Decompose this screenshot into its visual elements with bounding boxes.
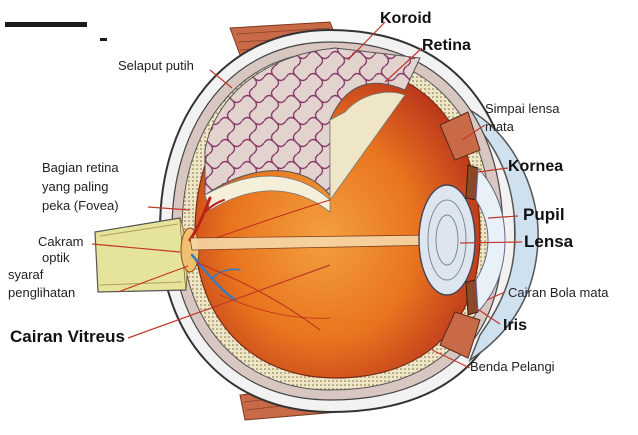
label-iris: Iris — [503, 317, 527, 335]
label-pupil: Pupil — [523, 206, 565, 225]
label-benda-pelangi: Benda Pelangi — [470, 360, 555, 374]
label-fovea-2: yang paling — [42, 180, 109, 194]
smudge-mark — [5, 22, 87, 27]
label-simpai-lensa: Simpai lensa — [485, 102, 559, 116]
label-kornea: Kornea — [508, 158, 563, 176]
optic-nerve — [95, 218, 186, 292]
label-retina: Retina — [422, 37, 471, 55]
label-selaput-putih: Selaput putih — [118, 59, 194, 73]
label-cairan-vitreus: Cairan Vitreus — [10, 328, 125, 347]
label-cakram-1: Cakram — [38, 235, 84, 249]
label-fovea-1: Bagian retina — [42, 161, 119, 175]
label-syaraf-2: penglihatan — [8, 286, 75, 300]
smudge-mark — [100, 38, 107, 41]
label-koroid: Koroid — [380, 10, 432, 28]
label-cakram-2: optik — [42, 251, 69, 265]
label-simpai-lensa-2: mata — [485, 120, 514, 134]
label-cairan-bola-mata: Cairan Bola mata — [508, 286, 608, 300]
label-syaraf-1: syaraf — [8, 268, 43, 282]
lens-shape — [419, 185, 475, 295]
label-fovea-3: peka (Fovea) — [42, 199, 119, 213]
label-lensa: Lensa — [524, 233, 573, 252]
